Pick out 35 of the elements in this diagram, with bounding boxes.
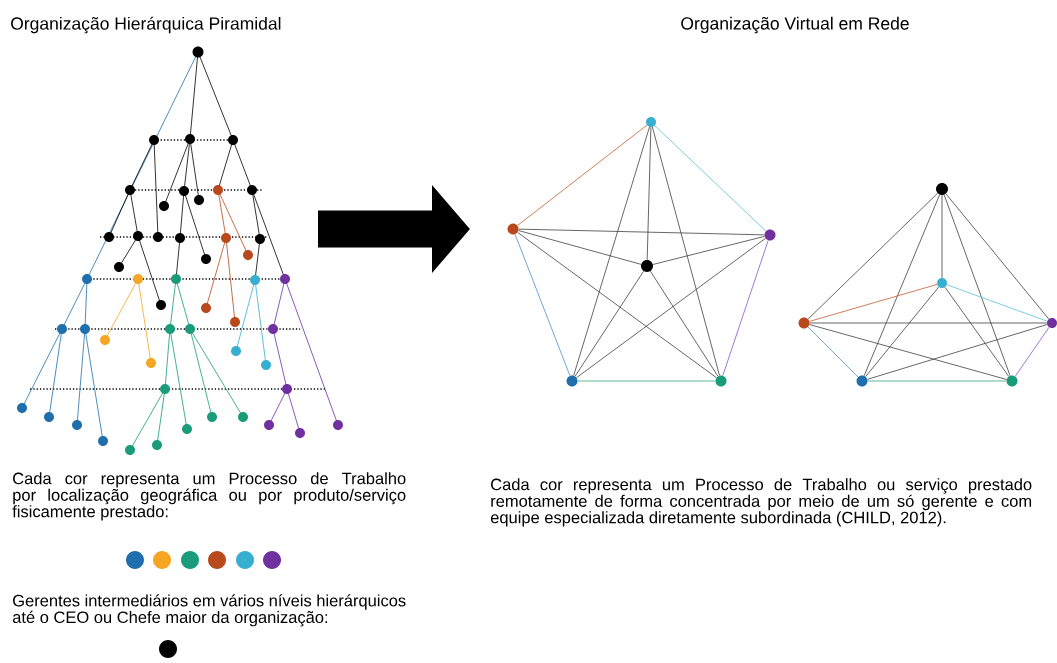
network-link	[867, 324, 1048, 380]
network-link	[943, 194, 1011, 377]
network-link	[649, 270, 719, 377]
network-link	[865, 286, 940, 377]
network-link	[941, 194, 943, 279]
network-link	[518, 228, 765, 236]
network-link	[576, 238, 766, 378]
network-link	[807, 326, 859, 378]
network-link	[646, 126, 652, 261]
network-link	[809, 324, 1007, 380]
network-link	[1014, 326, 1050, 377]
network-link	[809, 284, 938, 322]
network-link	[654, 125, 767, 232]
network-link	[945, 193, 1050, 320]
network-link	[807, 192, 938, 320]
network-link	[863, 194, 940, 377]
network-link	[517, 231, 717, 379]
heading: Organização Virtual em Rede	[681, 16, 909, 34]
network-link	[652, 236, 765, 265]
network-link	[867, 380, 1007, 382]
network-link	[518, 230, 642, 265]
caption-text: Gerentes intermediários em vários níveis hierárquicos até o CEO ou Chefe maior da organização:	[12, 594, 406, 627]
network-link	[722, 240, 769, 376]
caption-text: Cada cor representa um Processo de Trabalho por localização geográfica ou por produto/serviço fisicamente prestado:	[12, 472, 406, 521]
network-link	[577, 380, 716, 382]
network-link	[809, 322, 1048, 324]
network-link	[946, 284, 1048, 322]
caption-text: Cada cor representa um Processo de Trabalho ou serviço prestado remotamente de forma concentrada por meio de um só gerente e com equipe especializada diretamente subordinada (CHILD, 2012).	[490, 478, 1032, 527]
network-link	[573, 126, 650, 376]
network-link	[517, 124, 648, 226]
network-link	[651, 126, 720, 376]
network-link	[574, 270, 644, 377]
network-link	[944, 286, 1010, 377]
pyramid-drawing	[17, 46, 343, 455]
network-link	[514, 233, 571, 377]
